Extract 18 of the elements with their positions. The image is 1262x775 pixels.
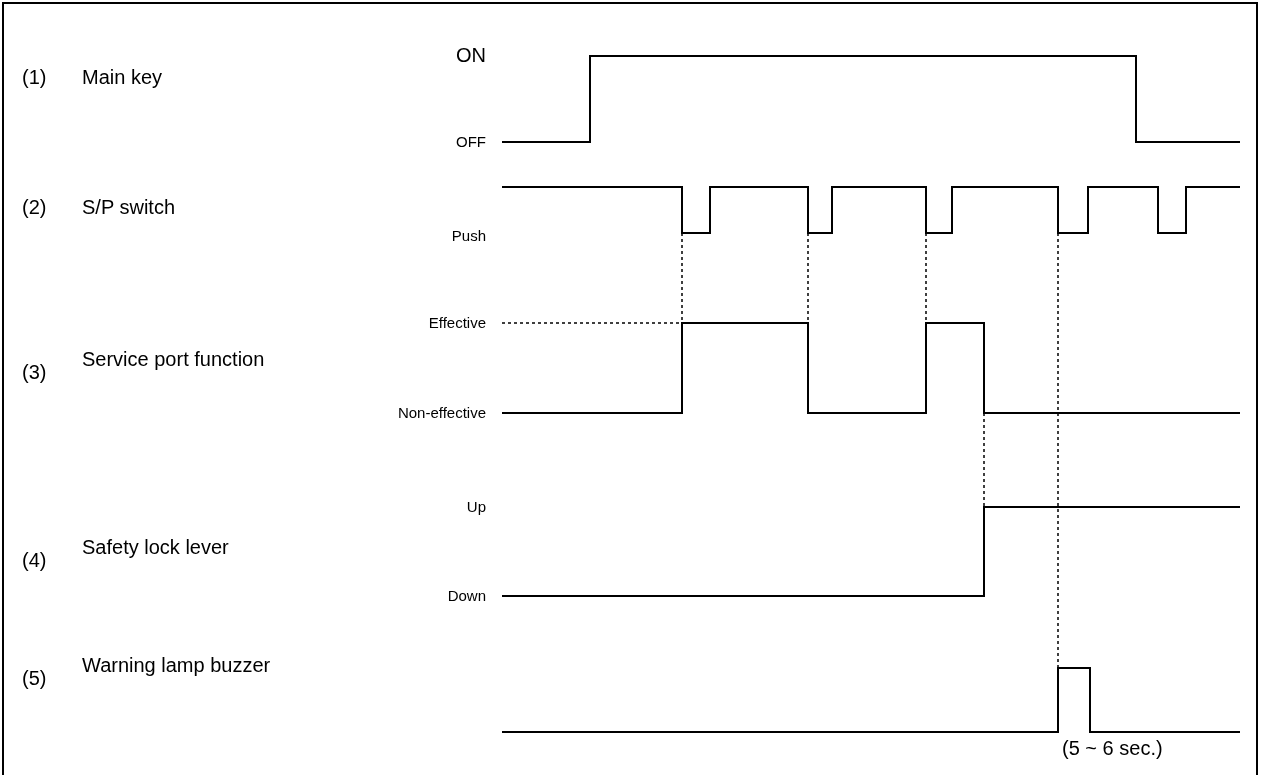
signal-name: Safety lock lever bbox=[82, 535, 230, 560]
level-label: Effective bbox=[428, 314, 486, 332]
level-label: Push bbox=[451, 227, 486, 245]
item-number: (2) bbox=[22, 195, 47, 220]
signal-name: Warning lamp buzzer bbox=[82, 653, 272, 678]
level-label: Down bbox=[447, 587, 486, 605]
item-number: (3) bbox=[22, 360, 47, 385]
signal-name: S/P switch bbox=[82, 195, 176, 220]
level-label: Up bbox=[466, 498, 486, 516]
level-label: OFF bbox=[456, 133, 486, 151]
duration-note: (5 ~ 6 sec.) bbox=[1062, 736, 1163, 760]
item-number: (1) bbox=[22, 65, 47, 90]
item-number: (4) bbox=[22, 548, 47, 573]
signal-name: Main key bbox=[82, 65, 164, 90]
level-label: Non-effective bbox=[397, 404, 486, 422]
signal-name: Service port function bbox=[82, 347, 266, 372]
item-number: (5) bbox=[22, 666, 47, 691]
level-label: ON bbox=[456, 43, 486, 67]
